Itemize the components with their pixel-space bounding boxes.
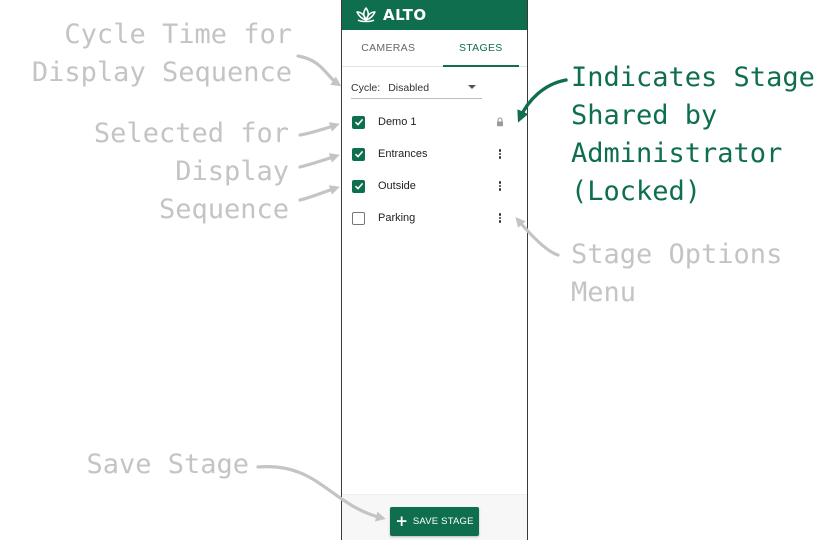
callout-save-stage: Save Stage xyxy=(86,449,249,480)
check-icon xyxy=(354,182,363,190)
cycle-value: Disabled xyxy=(388,81,430,94)
check-icon xyxy=(354,150,363,158)
save-stage-button[interactable]: + SAVE STAGE xyxy=(390,507,479,536)
check-icon xyxy=(354,118,363,126)
stage-row-demo-1: Demo 1 xyxy=(352,112,512,132)
arrow-selected-outside xyxy=(298,185,340,202)
plus-icon: + xyxy=(395,512,408,530)
tab-cameras[interactable]: CAMERAS xyxy=(361,42,416,54)
app-title: ALTO xyxy=(383,6,427,24)
footer-bar: + SAVE STAGE xyxy=(342,494,527,540)
stage-options-button[interactable] xyxy=(494,211,506,225)
arrow-selected-entrances xyxy=(298,153,340,169)
stage-checkbox[interactable] xyxy=(352,115,365,129)
lock-icon xyxy=(494,115,506,129)
stage-row-outside: Outside xyxy=(352,176,512,196)
stage-name: Outside xyxy=(378,180,416,192)
stage-options-button[interactable] xyxy=(494,179,506,193)
cycle-select[interactable]: Cycle: Disabled xyxy=(351,77,482,99)
stage-row-parking: Parking xyxy=(352,208,512,228)
app-screen: ALTO CAMERAS STAGES Cycle: Disabled Demo… xyxy=(341,0,528,540)
cycle-label: Cycle: xyxy=(351,81,381,94)
arrow-cycle-time xyxy=(296,54,342,87)
arrow-selected-demo xyxy=(298,122,340,137)
stage-name: Demo 1 xyxy=(378,116,417,128)
stage-checkbox[interactable] xyxy=(352,211,365,225)
callout-cycle-time: Cycle Time for Display Sequence xyxy=(31,19,292,88)
stage-options-button[interactable] xyxy=(494,147,506,161)
more-vertical-icon xyxy=(498,213,502,223)
tab-bar: CAMERAS STAGES xyxy=(342,30,527,67)
stage-name: Entrances xyxy=(378,148,428,160)
callout-selected: Selected for Display Sequence xyxy=(93,118,289,225)
callout-stage-options: Stage Options Menu xyxy=(571,239,783,308)
lotus-logo-icon xyxy=(356,7,376,23)
tab-stages[interactable]: STAGES xyxy=(435,30,528,67)
stage-name: Parking xyxy=(378,212,416,224)
app-header: ALTO xyxy=(342,0,527,30)
chevron-down-icon xyxy=(468,85,476,89)
save-stage-label: SAVE STAGE xyxy=(412,516,474,527)
stage-checkbox[interactable] xyxy=(352,147,365,161)
more-vertical-icon xyxy=(498,181,502,191)
more-vertical-icon xyxy=(498,149,502,159)
stage-checkbox[interactable] xyxy=(352,179,365,193)
callout-locked: Indicates Stage Shared by Administrator … xyxy=(571,62,815,207)
stage-row-entrances: Entrances xyxy=(352,144,512,164)
